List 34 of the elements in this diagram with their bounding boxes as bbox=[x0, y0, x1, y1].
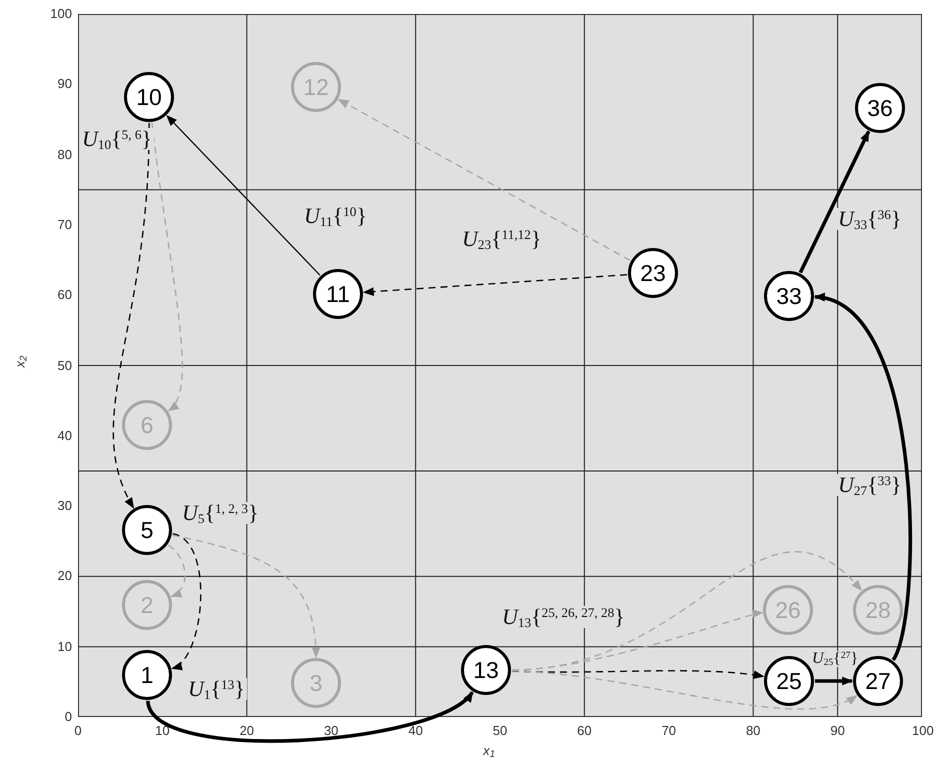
tick-label: 90 bbox=[58, 77, 72, 90]
tick-label: 80 bbox=[58, 148, 72, 161]
tick-label: 0 bbox=[64, 710, 72, 723]
tick-label: 50 bbox=[492, 724, 508, 737]
arrow bbox=[151, 122, 183, 412]
tick-label: 40 bbox=[58, 428, 72, 442]
tick-label: 40 bbox=[407, 724, 424, 737]
tick-label: 80 bbox=[744, 724, 762, 737]
arrow bbox=[815, 676, 854, 686]
arrow bbox=[512, 670, 858, 710]
arrow bbox=[166, 114, 320, 276]
arrow bbox=[814, 295, 912, 661]
arrow bbox=[168, 544, 186, 598]
arrow bbox=[172, 534, 320, 658]
tick-label: 90 bbox=[829, 724, 846, 737]
tick-label: 60 bbox=[576, 724, 593, 737]
arrow bbox=[512, 551, 862, 671]
tick-label: 50 bbox=[58, 358, 72, 372]
arrow bbox=[512, 670, 764, 680]
tick-label: 100 bbox=[50, 7, 72, 20]
tick-label: 30 bbox=[58, 499, 72, 512]
tick-label: 100 bbox=[912, 724, 932, 737]
tick-label: 10 bbox=[58, 640, 72, 653]
tick-label: 0 bbox=[73, 724, 83, 737]
tick-label: 60 bbox=[58, 288, 72, 302]
arrow bbox=[171, 533, 202, 670]
tick-label: 10 bbox=[154, 724, 171, 737]
tick-label: 70 bbox=[660, 724, 678, 737]
axis-label: x$_{1}$ bbox=[483, 744, 496, 757]
tick-label: 20 bbox=[58, 569, 72, 582]
arrow bbox=[362, 274, 628, 296]
tick-label: 20 bbox=[238, 724, 256, 737]
tick-label: 30 bbox=[322, 724, 340, 737]
tick-label: 70 bbox=[58, 218, 72, 231]
